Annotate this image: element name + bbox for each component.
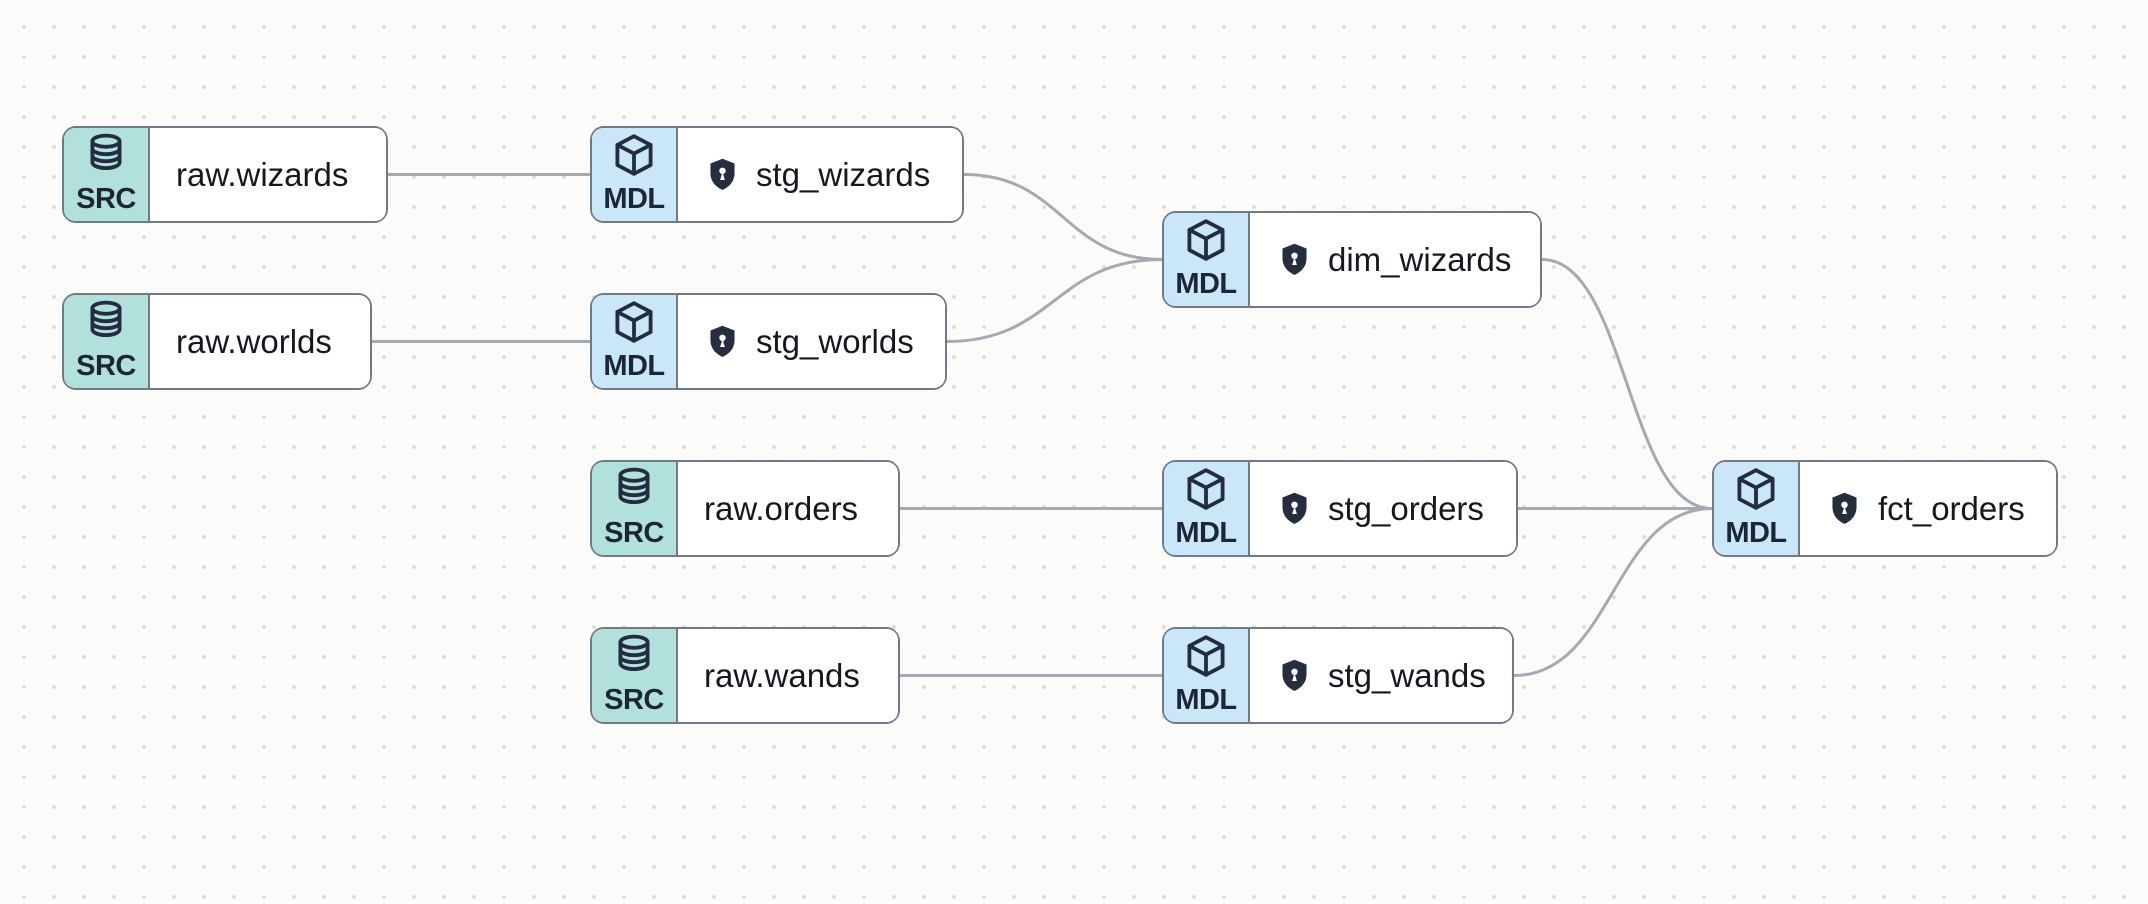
node-body: raw.wizards [150, 128, 386, 221]
cube-icon [610, 131, 658, 184]
node-label: fct_orders [1878, 489, 2025, 527]
node-body: raw.orders [678, 462, 898, 555]
lineage-node-fct_orders[interactable]: MDL fct_orders [1712, 460, 2058, 557]
node-body: raw.wands [678, 629, 898, 722]
node-type-badge: MDL [1164, 213, 1250, 306]
node-type-label: MDL [603, 350, 665, 382]
node-type-label: MDL [1725, 517, 1787, 549]
lineage-node-raw_wizards[interactable]: SRC raw.wizards [62, 126, 388, 223]
node-type-badge: MDL [1164, 462, 1250, 555]
lineage-node-stg_wizards[interactable]: MDL stg_wizards [590, 126, 964, 223]
node-body: dim_wizards [1250, 213, 1540, 306]
cube-icon [1182, 465, 1230, 518]
database-icon [610, 465, 658, 518]
node-label: raw.wizards [176, 155, 349, 193]
lineage-node-stg_worlds[interactable]: MDL stg_worlds [590, 293, 947, 390]
node-type-badge: MDL [592, 295, 678, 388]
node-type-label: MDL [1175, 684, 1237, 716]
cube-icon [1182, 216, 1230, 269]
node-label: raw.wands [704, 656, 860, 694]
edge-dim_wizards-to-fct_orders [1541, 258, 1713, 510]
node-type-label: MDL [603, 183, 665, 215]
edge-stg_worlds-to-dim_wizards [946, 258, 1163, 343]
shield-icon [1276, 241, 1313, 278]
lineage-node-raw_wands[interactable]: SRC raw.wands [590, 627, 900, 724]
node-type-label: SRC [604, 517, 664, 549]
node-label: stg_wizards [756, 155, 931, 193]
node-type-label: MDL [1175, 268, 1237, 300]
node-type-badge: SRC [64, 128, 150, 221]
node-label: stg_worlds [756, 322, 914, 360]
node-label: stg_wands [1328, 656, 1486, 694]
node-label: dim_wizards [1328, 240, 1512, 278]
node-body: stg_wizards [678, 128, 962, 221]
node-body: fct_orders [1800, 462, 2056, 555]
database-icon [610, 632, 658, 685]
node-type-badge: MDL [592, 128, 678, 221]
node-body: raw.worlds [150, 295, 370, 388]
lineage-node-dim_wizards[interactable]: MDL dim_wizards [1162, 211, 1542, 308]
shield-icon [1276, 490, 1313, 527]
node-label: stg_orders [1328, 489, 1484, 527]
edge-stg_wizards-to-dim_wizards [963, 173, 1163, 261]
node-type-label: SRC [604, 684, 664, 716]
node-type-badge: SRC [64, 295, 150, 388]
node-label: raw.worlds [176, 322, 332, 360]
node-type-label: SRC [76, 183, 136, 215]
cube-icon [610, 298, 658, 351]
node-type-badge: MDL [1714, 462, 1800, 555]
edge-stg_wands-to-fct_orders [1513, 507, 1713, 677]
lineage-node-stg_wands[interactable]: MDL stg_wands [1162, 627, 1514, 724]
cube-icon [1182, 632, 1230, 685]
node-type-label: SRC [76, 350, 136, 382]
lineage-node-raw_orders[interactable]: SRC raw.orders [590, 460, 900, 557]
node-body: stg_wands [1250, 629, 1512, 722]
node-type-label: MDL [1175, 517, 1237, 549]
node-body: stg_orders [1250, 462, 1516, 555]
database-icon [82, 131, 130, 184]
lineage-node-stg_orders[interactable]: MDL stg_orders [1162, 460, 1518, 557]
node-type-badge: SRC [592, 462, 678, 555]
cube-icon [1732, 465, 1780, 518]
shield-icon [704, 323, 741, 360]
shield-icon [1276, 657, 1313, 694]
shield-icon [704, 156, 741, 193]
lineage-node-raw_worlds[interactable]: SRC raw.worlds [62, 293, 372, 390]
node-label: raw.orders [704, 489, 859, 527]
node-type-badge: SRC [592, 629, 678, 722]
node-body: stg_worlds [678, 295, 945, 388]
shield-icon [1826, 490, 1863, 527]
database-icon [82, 298, 130, 351]
node-type-badge: MDL [1164, 629, 1250, 722]
